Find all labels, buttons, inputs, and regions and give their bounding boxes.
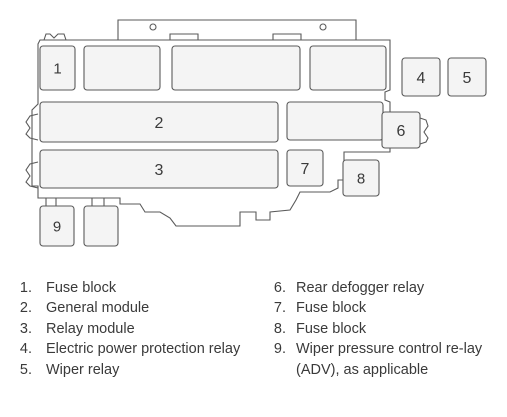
legend-item-number: 3. [19,320,32,337]
legend-item: 2. General module [6,298,256,318]
legend-item-text: General module [46,300,150,317]
component-box-7 [286,149,324,187]
legend-item: 7. Fuse block [270,298,506,318]
bottom-foot-right [91,198,105,207]
unlabeled-component-box [83,205,119,247]
legend-item-text: Relay module [46,320,135,337]
side-clip-right [419,117,429,145]
component-box-8 [342,159,380,197]
top-clip-right [272,33,302,40]
legend-item: 4. Electric power protection relay [6,339,256,359]
legend-item-number: 2. [19,300,32,317]
legend-item: 6. Rear defogger relay [270,278,506,298]
unlabeled-component-box [309,45,387,91]
unlabeled-component-box [286,101,384,141]
component-label-1: 1 [53,60,61,77]
legend-item-text: Rear defogger relay [296,280,425,296]
component-label-7: 7 [301,161,310,178]
component-label-9: 9 [53,218,61,235]
component-box-1 [39,45,76,91]
legend-item-number: 7. [273,300,286,317]
legend-item-number: 5. [19,361,32,378]
legend-item: 8. Fuse block [270,319,506,339]
relay-box-diagram: 1 2 3 7 4 5 6 8 9 [25,19,487,247]
component-label-2: 2 [155,115,164,132]
legend-item-text: Fuse block [46,280,117,296]
component-box-4 [401,57,441,97]
latch-top-left [43,33,67,41]
legend-item-number: 9. [273,341,286,358]
component-box-2 [39,101,279,143]
side-clip-lower [25,161,39,189]
component-label-3: 3 [155,162,164,179]
legend-item: 5. Wiper relay [6,360,256,380]
component-box-5 [447,57,487,97]
legend-item: 9. Wiper pressure control re-lay (ADV), a… [270,339,506,380]
legend-item-number: 6. [273,280,286,296]
legend-item-text: Electric power protection relay [46,341,241,358]
bottom-foot-left [45,198,57,207]
legend-item: 3. Relay module [6,319,256,339]
component-box-3 [39,149,279,189]
legend-right-column: 6. Rear defogger relay 7. Fuse block 8. Fuse … [270,278,506,380]
legend-item-text: Wiper pressure control re-lay (ADV), as … [296,341,483,378]
legend-left-column: 1. Fuse block 2. General module 3. Relay modu… [6,278,256,380]
unlabeled-component-box [83,45,161,91]
legend-item-text: Fuse block [296,320,367,337]
legend-item-text: Fuse block [296,300,367,317]
mount-hole-left [149,23,157,31]
top-clip-left [169,33,199,40]
housing-top-tab [117,19,357,40]
component-label-8: 8 [357,170,365,187]
legend-item-number: 1. [19,280,32,296]
unlabeled-component-box [171,45,301,91]
component-box-9 [39,205,75,247]
side-clip-upper [25,113,39,141]
legend-item-number: 4. [19,341,32,358]
legend-item-number: 8. [273,320,286,337]
component-label-4: 4 [417,70,426,87]
legend-item: 1. Fuse block [6,278,256,298]
component-box-6 [381,111,421,149]
mount-hole-right [319,23,327,31]
component-label-6: 6 [397,123,406,140]
component-label-5: 5 [463,70,472,87]
legend-item-text: Wiper relay [46,361,120,378]
